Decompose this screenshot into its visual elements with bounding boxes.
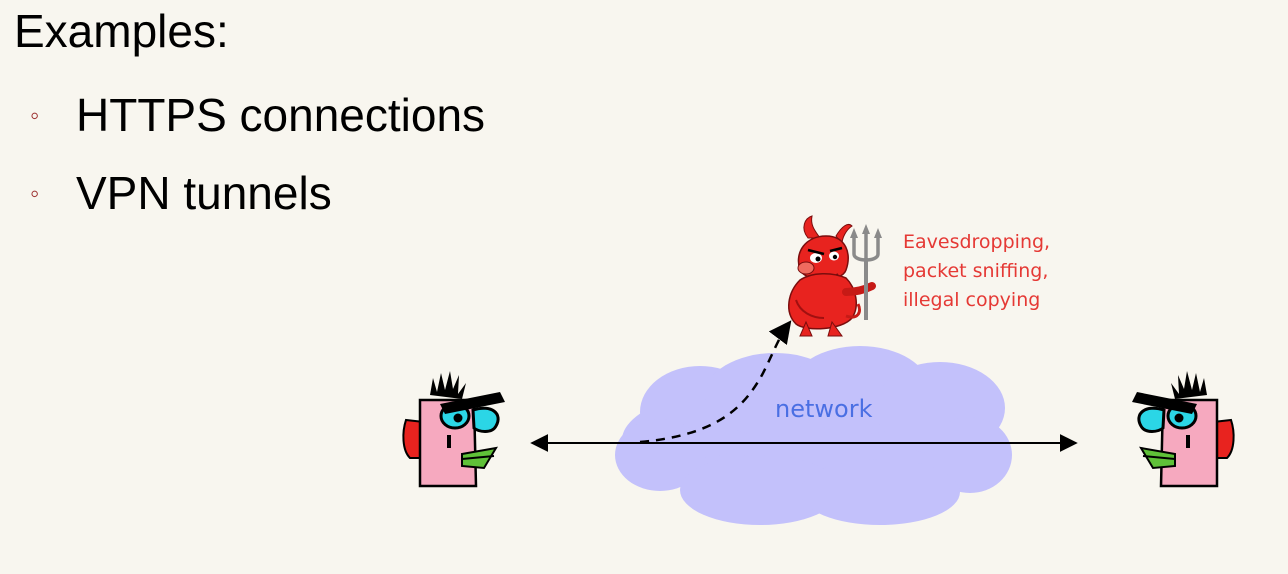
threat-line-eavesdropping: Eavesdropping, [903, 231, 1051, 253]
threat-description: Eavesdropping, packet sniffing, illegal … [903, 228, 1050, 315]
bullet-item-https: ◦ HTTPS connections [30, 76, 485, 154]
bullet-text-https: HTTPS connections [76, 89, 486, 141]
network-cloud [615, 346, 1012, 525]
eavesdrop-path [639, 320, 792, 444]
bullet-marker: ◦ [30, 100, 40, 130]
bullet-list: ◦ HTTPS connections ◦ VPN tunnels [30, 76, 485, 232]
bullet-marker: ◦ [30, 178, 40, 208]
network-label: network [775, 395, 873, 423]
bullet-text-vpn: VPN tunnels [76, 167, 332, 219]
threat-line-copying: illegal copying [903, 289, 1041, 311]
devil-icon [788, 215, 876, 337]
slide-heading: Examples: [14, 5, 229, 57]
pitchfork-icon [850, 224, 882, 320]
threat-line-sniffing: packet sniffing, [903, 260, 1049, 282]
right-person-icon [1132, 371, 1235, 488]
left-person-icon [402, 371, 505, 488]
bullet-item-vpn: ◦ VPN tunnels [30, 154, 485, 232]
